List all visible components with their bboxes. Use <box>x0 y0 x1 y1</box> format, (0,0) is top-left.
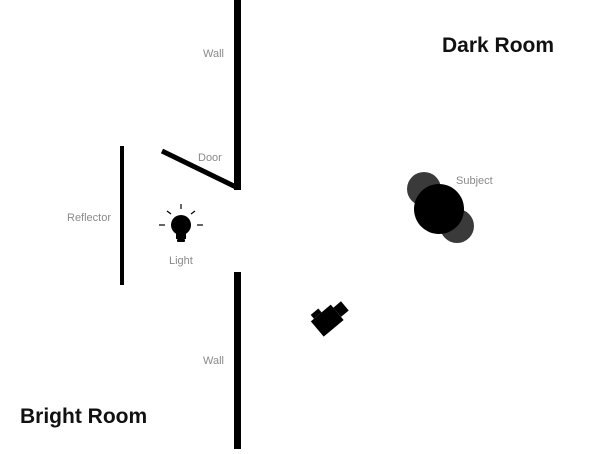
wall-top-label: Wall <box>203 48 224 60</box>
person-top-view-icon <box>407 172 474 243</box>
wall-top <box>234 0 241 190</box>
light-label: Light <box>169 255 193 267</box>
wall-bottom <box>234 272 241 449</box>
reflector <box>120 146 124 285</box>
wall-bottom-label: Wall <box>203 355 224 367</box>
lightbulb-icon <box>159 204 203 242</box>
subject-label: Subject <box>456 175 493 187</box>
door <box>160 148 240 191</box>
dark-room-title: Dark Room <box>442 34 555 57</box>
reflector-label: Reflector <box>67 212 112 224</box>
camera-icon <box>310 301 349 337</box>
bright-room-title: Bright Room <box>20 405 148 428</box>
door-label: Door <box>198 152 222 164</box>
